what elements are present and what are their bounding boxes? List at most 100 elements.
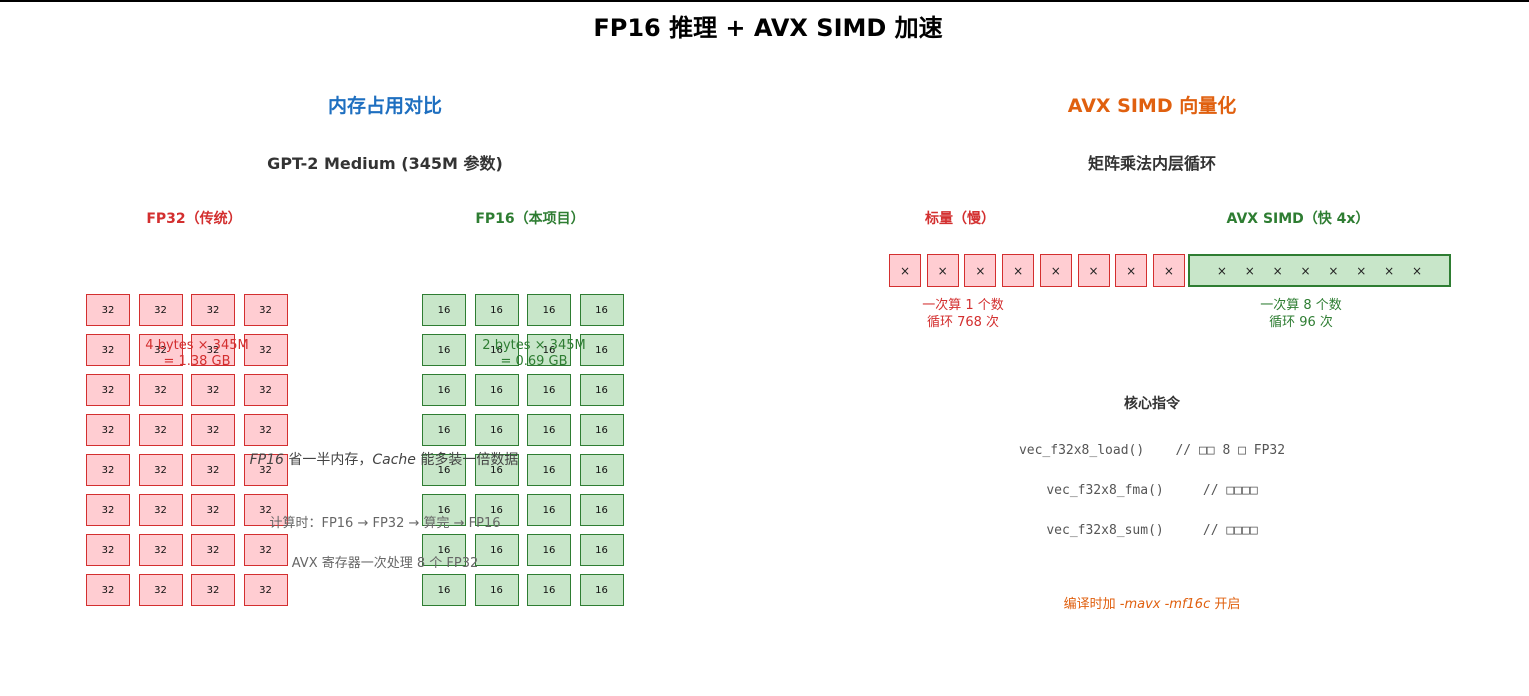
simd-lane: × [1244, 263, 1255, 278]
code-line-fma: vec_f32x8_fma() // □□□□ [1046, 483, 1258, 498]
compute-flow-note: 计算时：FP16 → FP32 → 算完 → FP16 [269, 516, 501, 531]
simd-lane: × [1384, 263, 1395, 278]
fp16-cell: 16 [579, 294, 624, 326]
fp16-cell: 16 [474, 294, 519, 326]
fp16-cell: 16 [527, 494, 571, 526]
fp32-cell: 32 [243, 574, 288, 606]
fp32-cell: 32 [86, 414, 130, 446]
fp16-cell: 16 [579, 534, 624, 566]
fp16-cell: 16 [474, 374, 519, 406]
fp32-cell: 32 [86, 374, 130, 406]
fp16-cell: 16 [579, 494, 624, 526]
fp16-cell: 16 [474, 494, 519, 526]
fp16-memory-line1: 2 bytes × 345M [482, 338, 586, 353]
simd-caption-line2: 循环 96 次 [1269, 315, 1333, 330]
scalar-op-box: × [964, 254, 997, 287]
fp32-memory-line1: 4 bytes × 345M [145, 338, 249, 353]
fp32-cell: 32 [86, 534, 130, 566]
fp32-cell: 32 [138, 574, 183, 606]
fp16-cell: 16 [527, 334, 571, 366]
fp32-cell: 32 [243, 414, 288, 446]
compile-flags-note: 编译时加 -mavx -mf16c 开启 [1064, 593, 1241, 612]
fp16-cell: 16 [422, 374, 466, 406]
fp32-cell: 32 [138, 374, 183, 406]
scalar-op-box: × [1039, 254, 1072, 287]
note-cache-term: Cache [372, 452, 416, 468]
fp16-cell: 16 [579, 414, 624, 446]
fp32-cell: 32 [191, 574, 235, 606]
fp16-cell: 16 [422, 334, 466, 366]
scalar-label: 标量（慢） [925, 211, 995, 227]
fp16-label: FP16（本项目） [475, 211, 585, 227]
memory-section-heading: 内存占用对比 [327, 95, 443, 117]
fp16-cell: 16 [422, 454, 466, 486]
fp16-cell: 16 [422, 414, 466, 446]
fp32-cell: 32 [86, 494, 130, 526]
core-instructions-heading: 核心指令 [1124, 396, 1180, 412]
fp32-cell: 32 [191, 534, 235, 566]
scalar-op-box: × [926, 254, 959, 287]
fp16-cell: 16 [527, 414, 571, 446]
fp16-summary-note: FP16 省一半内存，Cache 能多装一倍数据 [250, 449, 519, 469]
fp16-cell: 16 [527, 374, 571, 406]
fp16-cell: 16 [422, 494, 466, 526]
simd-lane: × [1356, 263, 1367, 278]
fp16-cell: 16 [527, 534, 571, 566]
fp32-cell: 32 [191, 414, 235, 446]
fp16-cell: 16 [579, 574, 624, 606]
compile-flags: -mavx -mf16c [1119, 597, 1211, 612]
simd-lane: × [1216, 263, 1227, 278]
compile-suffix: 开启 [1210, 597, 1241, 612]
fp32-memory-size: 4 bytes × 345M = 1.38 GB [145, 338, 248, 370]
code-line-load: vec_f32x8_load() // □□ 8 □ FP32 [1018, 443, 1286, 458]
scalar-op-box: × [1115, 254, 1148, 287]
fp32-cell: 32 [243, 494, 288, 526]
fp32-cell: 32 [138, 494, 183, 526]
code-line-sum: vec_f32x8_sum() // □□□□ [1046, 523, 1258, 538]
scalar-op-box: × [1077, 254, 1110, 287]
fp32-cell: 32 [243, 374, 288, 406]
fp32-cell: 32 [138, 294, 183, 326]
fp16-memory-line2: = 0.69 GB [500, 354, 568, 369]
simd-lane: × [1300, 263, 1311, 278]
fp16-cell: 16 [474, 454, 519, 486]
fp32-cell: 32 [138, 454, 183, 486]
simd-vector-register: × × × × × × × × [1188, 254, 1451, 287]
fp32-cell: 32 [243, 294, 288, 326]
scalar-caption: 一次算 1 个数 循环 768 次 [922, 297, 1004, 331]
simd-section-heading: AVX SIMD 向量化 [1067, 95, 1237, 117]
simd-caption: 一次算 8 个数 循环 96 次 [1260, 297, 1342, 331]
top-border [0, 0, 1529, 2]
simd-lane: × [1412, 263, 1423, 278]
fp16-memory-size: 2 bytes × 345M = 0.69 GB [482, 338, 585, 370]
fp16-cell: 16 [474, 334, 519, 366]
fp32-cell: 32 [191, 374, 235, 406]
fp16-cell: 16 [474, 574, 519, 606]
fp32-cell: 32 [86, 294, 130, 326]
simd-lane: × [1328, 263, 1339, 278]
scalar-op-box: × [1152, 254, 1185, 287]
fp32-cell: 32 [138, 534, 183, 566]
fp32-cell: 32 [138, 414, 183, 446]
fp16-cell: 16 [579, 454, 624, 486]
fp16-cell: 16 [422, 574, 466, 606]
fp32-cell: 32 [191, 494, 235, 526]
simd-caption-line1: 一次算 8 个数 [1260, 298, 1342, 313]
note-main-text: 省一半内存， [283, 452, 373, 468]
fp16-cell: 16 [474, 414, 519, 446]
simd-label: AVX SIMD（快 4x） [1226, 211, 1370, 227]
compile-prefix: 编译时加 [1063, 597, 1120, 612]
fp32-cell: 32 [191, 454, 235, 486]
simd-lane: × [1272, 263, 1283, 278]
fp16-cell: 16 [474, 534, 519, 566]
fp32-cell: 32 [191, 334, 235, 366]
fp32-memory-line2: = 1.38 GB [163, 354, 231, 369]
fp16-cell: 16 [527, 574, 571, 606]
fp16-cell: 16 [527, 294, 571, 326]
fp16-cell: 16 [422, 534, 466, 566]
scalar-op-box: × [1002, 254, 1035, 287]
simd-subtitle: 矩阵乘法内层循环 [1087, 154, 1217, 173]
diagram-title: FP16 推理 + AVX SIMD 加速 [593, 14, 943, 42]
fp16-cell: 16 [527, 454, 571, 486]
fp16-cell: 16 [422, 294, 466, 326]
